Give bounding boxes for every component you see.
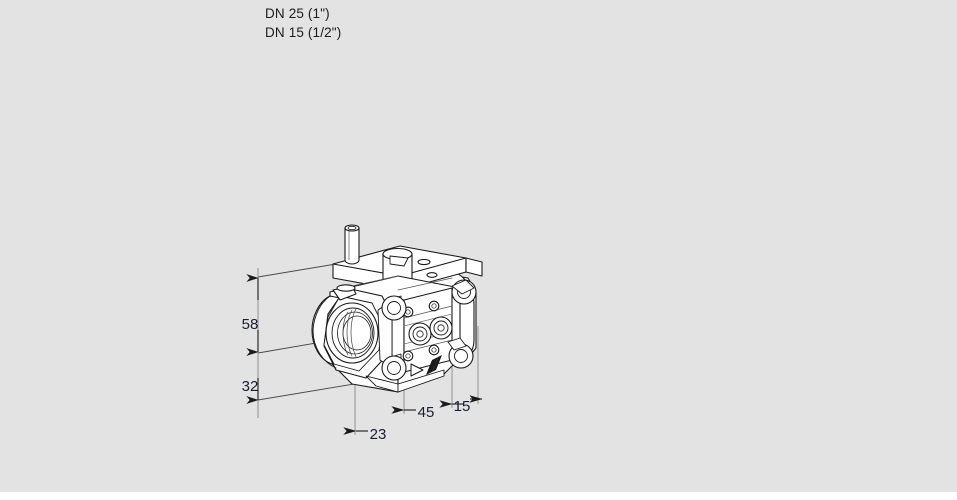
screw-lower-left (402, 350, 414, 362)
bolt-boss-upper-left (381, 295, 407, 321)
valve-assembly (311, 224, 483, 393)
upper-left-nozzle (332, 284, 357, 301)
body-bottom-foot (365, 369, 445, 393)
stem-pin (344, 224, 360, 265)
size-label-group: DN 25 (1") DN 15 (1/2") (265, 4, 565, 42)
dn-label-primary: DN 25 (1") (265, 6, 330, 21)
dim-label-45: 45 (418, 404, 435, 421)
test-nipple-1 (408, 322, 432, 346)
plate-hole-2 (417, 258, 431, 266)
horizontal-dimension-arrows (343, 395, 483, 435)
bolt-boss-lower-left (381, 353, 407, 381)
threaded-port-assembly (323, 287, 395, 379)
dim-label-58: 58 (242, 316, 259, 333)
test-nipple-2 (429, 316, 453, 340)
flow-direction-marking (410, 355, 442, 377)
screw-upper-right (428, 300, 440, 312)
thread-detail (342, 308, 357, 358)
dim-label-32: 32 (242, 378, 259, 395)
body-left-shoulder (312, 295, 337, 369)
dimension-labels: 58 32 23 45 15 (242, 316, 471, 443)
rear-bracket-tab (447, 279, 475, 351)
dim-label-15: 15 (454, 398, 471, 415)
screw-lower-right (428, 344, 440, 356)
pressure-test-nipples (408, 316, 453, 346)
dim-label-23: 23 (370, 426, 387, 443)
dn-label-secondary: DN 15 (1/2") (265, 25, 342, 40)
flow-arrow-solid (426, 357, 438, 375)
plate-hole-4 (426, 272, 438, 278)
body-seam-lines (351, 275, 453, 291)
